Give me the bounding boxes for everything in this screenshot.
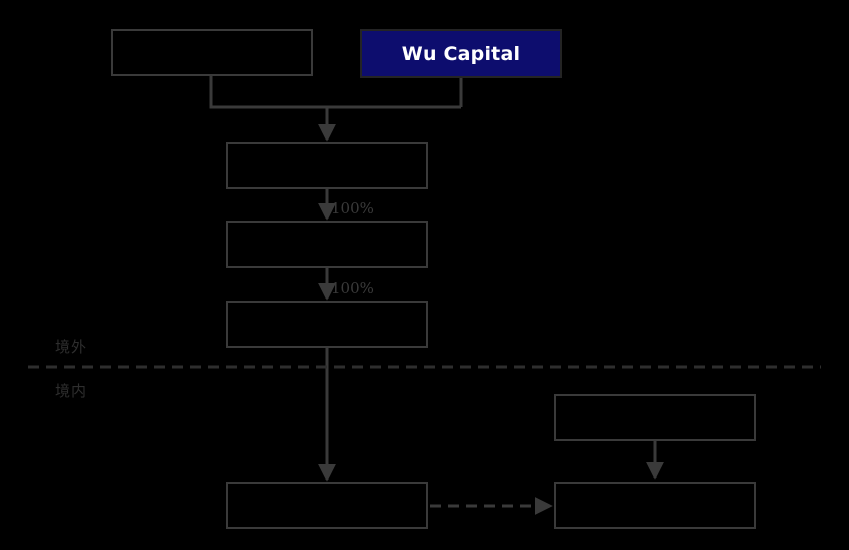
node-bottom-left[interactable] — [226, 482, 428, 529]
jurisdiction-label-onshore: 境内 — [55, 382, 88, 400]
node-tier1[interactable] — [226, 142, 428, 189]
node-tier3[interactable] — [226, 301, 428, 348]
node-wu-capital-label: Wu Capital — [401, 42, 521, 65]
jurisdiction-label-offshore: 境外 — [55, 338, 88, 356]
edge-label-tier2-tier3: 100% — [331, 279, 374, 297]
node-right-upper[interactable] — [554, 394, 756, 441]
node-top-left[interactable] — [111, 29, 313, 76]
node-wu-capital[interactable]: Wu Capital — [360, 29, 562, 78]
node-bottom-right[interactable] — [554, 482, 756, 529]
edge-label-tier1-tier2: 100% — [331, 199, 374, 217]
connector-topleft-to-junction — [209, 76, 461, 109]
node-tier2[interactable] — [226, 221, 428, 268]
